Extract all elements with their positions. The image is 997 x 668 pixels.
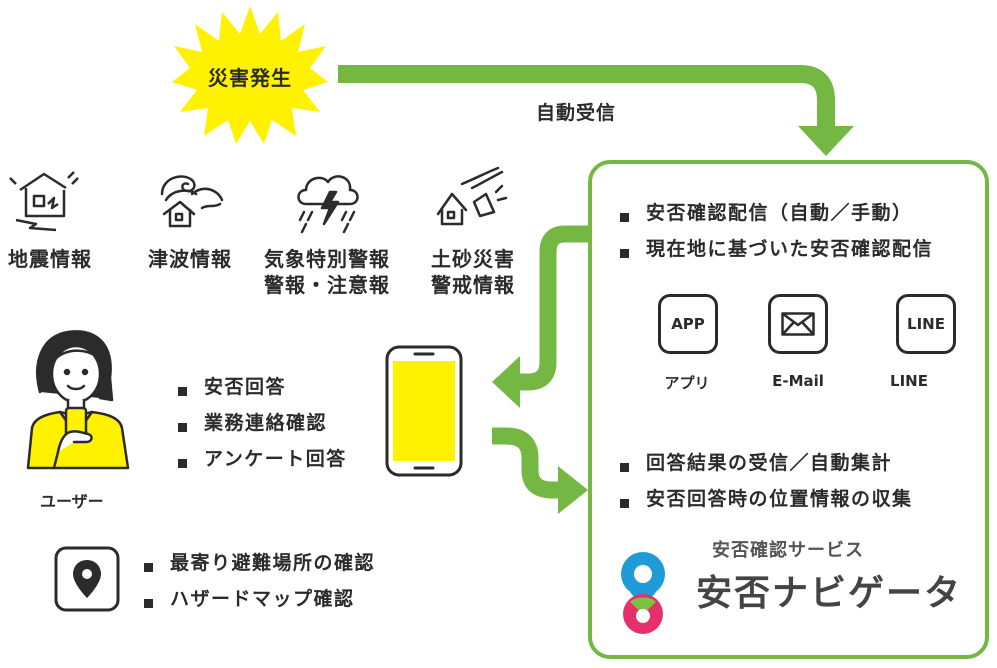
tsunami-wave-icon (152, 164, 232, 234)
auto-receive-label: 自動受信 (536, 102, 617, 124)
smartphone-icon (385, 345, 463, 477)
info-type-label: 地震情報 (8, 247, 92, 271)
info-type-label-line2: 警戒情報 (431, 273, 515, 297)
phone-to-service-arrowhead (558, 466, 588, 514)
user-actions-list: 安否回答 業務連絡確認 アンケート回答 (176, 374, 347, 482)
earthquake-house-icon (6, 164, 86, 234)
info-type-landslide: 土砂災害 警戒情報 (418, 246, 528, 298)
channel-label-app: アプリ (664, 374, 710, 392)
map-pin-tile (54, 546, 120, 612)
disaster-burst: 災害発生 (170, 4, 330, 146)
disaster-label: 災害発生 (208, 66, 292, 90)
brand-tagline: 安否確認サービス (712, 540, 864, 561)
burst-icon (172, 6, 328, 144)
landslide-icon (432, 164, 512, 234)
auto-receive-arrowhead (798, 126, 854, 156)
list-item: 安否回答 (176, 374, 347, 410)
list-item: 回答結果の受信／自動集計 (618, 450, 913, 486)
list-item: 安否回答時の位置情報の収集 (618, 486, 913, 522)
brand-logo-icon (616, 544, 670, 640)
app-icon: APP (658, 294, 718, 354)
info-type-earthquake: 地震情報 (0, 246, 100, 272)
line-icon: LINE (896, 294, 956, 354)
service-panel: 安否確認配信（自動／手動） 現在地に基づいた安否確認配信 APP LINE アプ… (588, 160, 989, 659)
channel-label-email: E-Mail (772, 372, 824, 390)
user-label: ユーザー (40, 492, 104, 511)
list-item: 業務連絡確認 (176, 410, 347, 446)
thunderstorm-cloud-icon (290, 166, 370, 236)
service-features-bottom: 回答結果の受信／自動集計 安否回答時の位置情報の収集 (618, 450, 913, 522)
service-to-phone-arrow (516, 225, 594, 391)
service-features-top: 安否確認配信（自動／手動） 現在地に基づいた安否確認配信 (618, 200, 933, 272)
info-type-label: 土砂災害 (431, 247, 515, 271)
info-type-label: 気象特別警報 (264, 247, 390, 271)
map-actions-list: 最寄り避難場所の確認 ハザードマップ確認 (142, 550, 375, 622)
channel-label-line: LINE (890, 372, 928, 390)
info-type-label: 津波情報 (148, 247, 232, 271)
list-item: 安否確認配信（自動／手動） (618, 200, 933, 236)
list-item: 現在地に基づいた安否確認配信 (618, 236, 933, 272)
list-item: 最寄り避難場所の確認 (142, 550, 375, 586)
auto-receive-arrow (338, 65, 835, 130)
brand-name: 安否ナビゲータ (696, 573, 963, 614)
app-chip-text: APP (671, 315, 705, 333)
info-type-tsunami: 津波情報 (135, 246, 245, 272)
line-chip-text: LINE (907, 315, 945, 333)
list-item: アンケート回答 (176, 446, 347, 482)
info-type-weather: 気象特別警報 警報・注意報 (252, 246, 402, 298)
envelope-icon (768, 294, 828, 354)
user-illustration (18, 322, 148, 472)
info-type-label-line2: 警報・注意報 (264, 273, 390, 297)
list-item: ハザードマップ確認 (142, 586, 375, 622)
phone-to-service-arrow (492, 427, 562, 499)
service-to-phone-arrowhead (492, 356, 520, 408)
